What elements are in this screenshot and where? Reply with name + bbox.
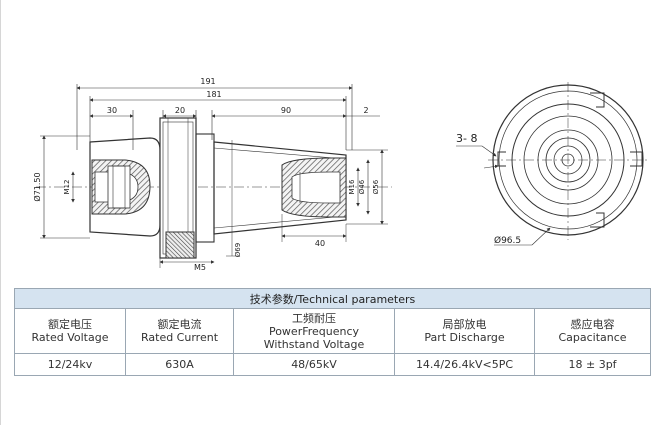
front-view xyxy=(456,82,648,246)
technical-parameters-table: 技术参数/Technical parameters 额定电压 Rated Vol… xyxy=(13,288,652,376)
dim-20: 20 xyxy=(175,106,185,115)
value-withstand-voltage: 48/65kV xyxy=(233,353,395,376)
dim-2: 2 xyxy=(363,106,368,115)
table-title: 技术参数/Technical parameters xyxy=(13,288,652,309)
page-edge-line xyxy=(0,0,1,425)
dim-phi-46: Ø46 xyxy=(358,179,366,194)
header-rated-current: 额定电流 Rated Current xyxy=(125,308,234,354)
value-rated-current: 630A xyxy=(125,353,234,376)
dim-3-8: 3- 8 xyxy=(456,132,477,145)
dim-m5: M5 xyxy=(194,263,206,272)
dim-m16: M16 xyxy=(348,179,356,194)
header-rated-voltage: 额定电压 Rated Voltage xyxy=(14,308,126,354)
dim-30: 30 xyxy=(107,106,117,115)
header-part-discharge: 局部放电 Part Discharge xyxy=(394,308,535,354)
side-view xyxy=(36,84,392,268)
dim-181: 181 xyxy=(206,90,221,99)
value-rated-voltage: 12/24kv xyxy=(14,353,126,376)
header-capacitance: 感应电容 Capacitance xyxy=(533,308,652,354)
dim-m12: M12 xyxy=(63,180,71,195)
dim-phi-69: Ø69 xyxy=(234,243,242,257)
value-capacitance: 18 ± 3pf xyxy=(533,353,652,376)
dim-phi-56: Ø56 xyxy=(372,179,380,194)
table-header-row: 额定电压 Rated Voltage 额定电流 Rated Current 工频… xyxy=(14,308,652,354)
dim-phi-71-50: Ø71.50 xyxy=(32,172,42,201)
header-withstand-voltage: 工频耐压 PowerFrequency Withstand Voltage xyxy=(233,308,395,354)
dim-40: 40 xyxy=(315,239,325,248)
technical-drawing: 191 181 30 20 90 2 40 M5 Ø71.50 M12 M16 … xyxy=(32,77,648,272)
side-view-labels: 191 181 30 20 90 2 40 M5 Ø71.50 M12 M16 … xyxy=(32,77,380,272)
table-row: 12/24kv 630A 48/65kV 14.4/26.4kV<5PC 18 … xyxy=(14,353,652,376)
front-view-labels: 3- 8 Ø96.5 xyxy=(456,132,521,246)
dim-90: 90 xyxy=(281,106,291,115)
value-part-discharge: 14.4/26.4kV<5PC xyxy=(394,353,535,376)
dim-191: 191 xyxy=(200,77,215,86)
dim-phi-96-5: Ø96.5 xyxy=(494,235,521,246)
